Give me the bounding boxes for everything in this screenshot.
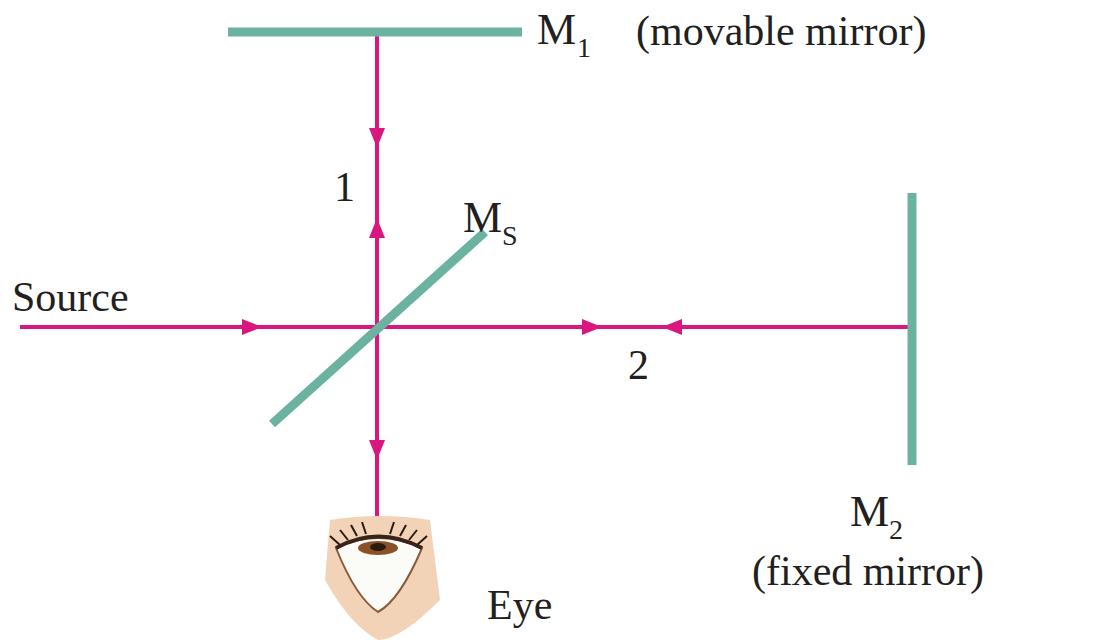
mirror-name: M bbox=[463, 196, 502, 240]
beam-number: 2 bbox=[628, 344, 649, 386]
eye-illustration bbox=[325, 516, 440, 640]
arrowhead bbox=[242, 319, 262, 335]
mirror-name: M bbox=[537, 8, 576, 52]
arrowhead bbox=[369, 128, 385, 148]
vertical-beam bbox=[375, 36, 379, 540]
mirror-name: M bbox=[850, 490, 889, 534]
mirror-subscript: 1 bbox=[577, 34, 591, 62]
movable-mirror bbox=[228, 28, 522, 37]
beam-splitter bbox=[272, 232, 485, 424]
source-label: Source bbox=[12, 276, 129, 318]
mirror-subscript: S bbox=[502, 222, 518, 250]
eye-label: Eye bbox=[487, 584, 552, 626]
beam-number: 1 bbox=[334, 166, 355, 208]
horizontal-beam bbox=[20, 325, 908, 329]
arrowhead bbox=[369, 218, 385, 238]
mirror-subscript: 2 bbox=[889, 516, 903, 544]
fixed-mirror bbox=[908, 193, 917, 465]
mirror-description: (movable mirror) bbox=[636, 10, 926, 52]
arrowhead bbox=[662, 319, 682, 335]
mirror-description: (fixed mirror) bbox=[752, 550, 984, 592]
arrowhead bbox=[582, 319, 602, 335]
arrowhead bbox=[369, 440, 385, 460]
